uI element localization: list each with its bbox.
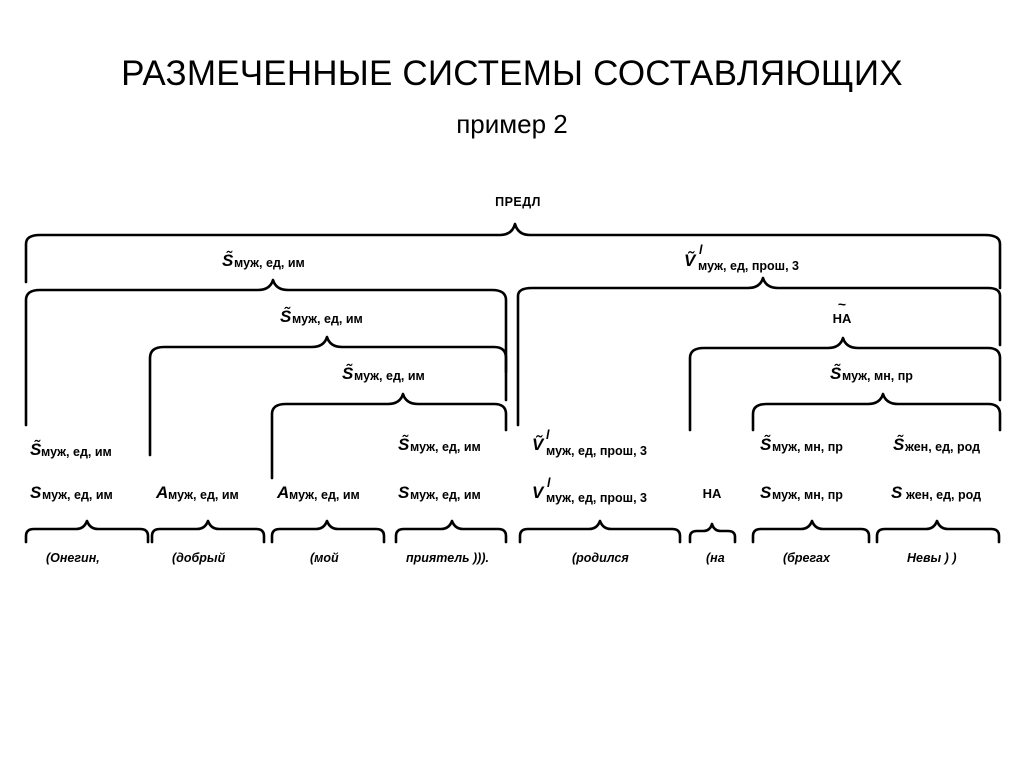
leaf-lexical-tag: муж, ед, им [410,488,481,502]
leaf-lexical-tag: муж, ед, им [289,488,360,502]
leaf-na: НА (на [703,486,725,565]
node-np-mid: S̃ муж, ед, им [280,306,363,326]
leaf-lexical-tag: муж, ед, им [42,488,113,502]
brace-np-inner [270,392,508,480]
leaf-nevy: S̃ жен, ед, род S жен, ед, род Невы ) ) [891,434,981,565]
leaf-category-symbol: Ṽ [532,434,545,454]
leaf-lexical-symbol: V [532,483,545,502]
node-symbol: НА [833,311,852,326]
node-symbol: S̃ [342,363,354,383]
leaf-lexical-symbol: S [760,483,772,502]
leaf-category-symbol: S̃ [760,434,772,454]
leaf-lexical-tag: муж, мн, пр [772,488,843,502]
node-pp: ~ НА [833,296,852,326]
leaf-lexical-symbol: S [891,483,903,502]
leaf-word: (мой [310,551,339,565]
leaf-category-tag: муж, ед, им [410,440,481,454]
brace-np-pp [751,392,1002,432]
leaf-moy: A муж, ед, им (мой [276,483,360,565]
leaf-lexical-symbol: S [30,483,42,502]
node-symbol: S̃ [280,306,292,326]
leaf-rodilsya: Ṽ l муж, ед, прош, 3 V l муж, ед, прош, … [532,428,647,565]
brace-root [24,222,1002,290]
node-symbol: S̃ [222,250,234,270]
leaf-lexical-tag: жен, ед, род [905,488,981,502]
leaf-bregakh: S̃ муж, мн, пр S муж, мн, пр (брегах [760,434,843,565]
node-tag: муж, ед, им [354,369,425,383]
root-label: ПРЕДЛ [495,195,541,209]
leaf-lexical-symbol: НА [703,486,722,501]
node-tag: муж, ед, прош, 3 [698,259,799,273]
leaf-word: (родился [572,551,629,565]
brace-vp-main [516,276,1002,427]
node-symbol: Ṽ [684,250,697,270]
leaf-category-symbol: S̃ [30,439,42,459]
brace-np-main [24,278,508,427]
leaf-lexical-tag: муж, ед, им [168,488,239,502]
leaf-onegin: S̃ муж, ед, им S муж, ед, им (Онегин, [30,439,113,565]
leaf-lexical-symbol: A [276,483,289,502]
leaf-word: (на [706,551,725,565]
word-braces [24,519,1001,544]
leaf-word: приятель ))). [406,551,489,565]
node-vp-main: Ṽ l муж, ед, прош, 3 [684,243,799,273]
leaf-lexical-symbol: A [155,483,168,502]
leaf-word: (брегах [783,551,831,565]
node-symbol: S̃ [830,363,842,383]
leaf-lexical-superscript: l [547,476,551,490]
leaf-category-superscript: l [546,428,550,442]
brace-pp [688,336,1002,432]
node-tag: муж, ед, им [292,312,363,326]
leaf-word: Невы ) ) [907,551,956,565]
node-tilde: ~ [838,296,846,312]
node-tag: муж, мн, пр [842,369,913,383]
leaf-category-tag: муж, мн, пр [772,440,843,454]
node-superscript: l [699,243,703,257]
leaf-category-symbol: S̃ [398,434,410,454]
leaf-dobry: A муж, ед, им (добрый [155,483,239,565]
slide-subtitle: пример 2 [456,109,568,139]
leaf-priyatel: S̃ муж, ед, им S муж, ед, им приятель ))… [398,434,489,565]
leaf-lexical-tag: муж, ед, прош, 3 [546,491,647,505]
leaf-category-tag: муж, ед, прош, 3 [546,444,647,458]
node-np-main: S̃ муж, ед, им [222,250,305,270]
node-tag: муж, ед, им [234,256,305,270]
leaf-word: (Онегин, [46,551,100,565]
leaf-category-symbol: S̃ [893,434,905,454]
node-np-inner: S̃ муж, ед, им [342,363,425,383]
leaf-word: (добрый [172,551,226,565]
brace-np-mid [148,335,508,457]
leaf-lexical-symbol: S [398,483,410,502]
node-np-pp: S̃ муж, мн, пр [830,363,913,383]
leaf-category-tag: муж, ед, им [41,445,112,459]
leaf-category-tag: жен, ед, род [904,440,980,454]
slide-title: РАЗМЕЧЕННЫЕ СИСТЕМЫ СОСТАВЛЯЮЩИХ [121,54,903,93]
